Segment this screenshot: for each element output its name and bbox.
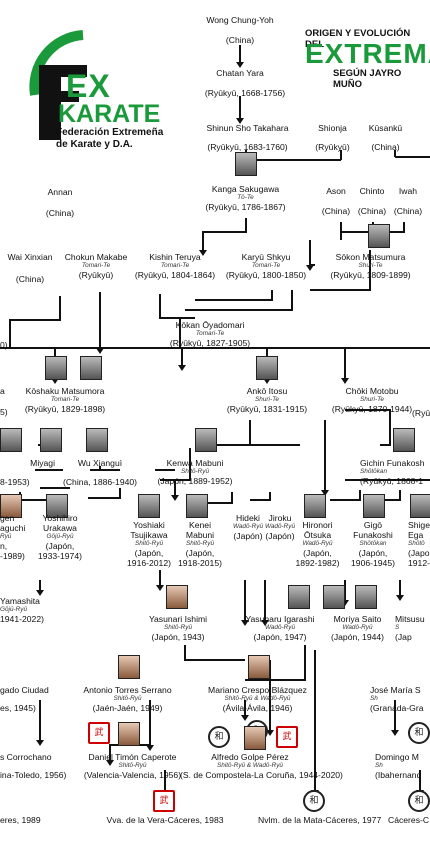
node-koshaku: Kōshaku Matsumora Tomari-Te (Ryūkyū, 182… [24, 386, 106, 414]
portrait-kenwa-mabuni [195, 428, 217, 452]
club-4-emblem-icon: 和 [408, 790, 430, 812]
portrait-miyagi [0, 428, 22, 452]
node-josemaria: José María S Sh (Granada-Gra [370, 685, 424, 713]
club-2-label: Vva. de la Vera-Cáceres, 1983 [106, 815, 224, 825]
club-4-label: Cáceres-C [388, 815, 430, 825]
node-igarashi: Yasuharu Igarashi Wadō-Ryū (Japón, 1947) [245, 614, 315, 642]
node-kenei: Kenei Mabuni Shitō-Ryū (Japón, 1918-2015… [178, 520, 222, 568]
portrait-anko-itosu [256, 356, 278, 380]
domingo-emblem-icon: 和 [408, 722, 430, 744]
node-domingo: Domingo M Sh (Ibahernand [375, 752, 422, 780]
node-edge-right-1: (Ryū [412, 408, 430, 418]
portrait-kanga-sakugawa [235, 152, 257, 176]
node-gogen: gen aguchi Ryū n, -1989) [0, 513, 26, 561]
club-3-emblem-icon: 和 [303, 790, 325, 812]
portrait-miyagi-2 [40, 428, 62, 452]
portrait-gichin-funakoshi [393, 428, 415, 452]
portrait-gogen [0, 494, 22, 518]
portrait-yasuharu-igarashi [288, 585, 310, 609]
fex-logo-mark [29, 30, 87, 140]
node-edge-left-2: a [0, 386, 5, 396]
portrait-mariano-crespo [248, 655, 270, 679]
header-line2: EXTREMA [305, 38, 430, 69]
logo-ex-letters: EX [66, 68, 111, 104]
node-ason: Ason (China) [321, 186, 351, 216]
node-yohiro: Yoshihiro Urakawa Gōjū-Ryū (Japón, 1933-… [38, 513, 82, 561]
node-anko: Ankō Itosu Shuri-Te (Ryūkyū, 1831-1915) [226, 386, 308, 414]
node-choki: Chōki Motobu Shuri-Te (Ryūkyū, 1870-1944… [331, 386, 413, 414]
portrait-kenei-mabuni [186, 494, 208, 518]
node-miyagi: Miyagi 8-1953) [0, 458, 55, 487]
node-shinun: Shinun Sho Takahara (Ryūkyū, 1683-1760) [206, 123, 289, 152]
node-wuxiang: Wu Xianguì (China, 1886-1940) [62, 458, 138, 487]
club-1-label: eres, 1989 [0, 815, 41, 825]
node-hideki: Hideki Wadō-Ryū (Japón) [232, 513, 264, 541]
node-karyu: Karyū Shkyu Tomari-Te (Ryūkyū, 1800-1850… [225, 252, 307, 280]
node-corrochano: s Corrochano ina-Toledo, 1956) [0, 752, 67, 780]
club-3-label: Nvlm. de la Mata-Cáceres, 1977 [258, 815, 382, 825]
portrait-shige-ega [410, 494, 430, 518]
portrait-daniel-timon [118, 722, 140, 746]
node-gichin: Gichin Funakosh Shōtōkan (Ryūkyū, 1868-1 [360, 458, 425, 486]
node-crespo: Mariano Crespo Blázquez Shitō-Ryū & Wadō… [208, 685, 307, 713]
portrait-moriya-saito-1 [323, 585, 345, 609]
node-delgado: gado Ciudad es, 1945) [0, 685, 49, 713]
node-mitsusu: Mitsusu S (Jap [395, 614, 425, 642]
node-torres: Antonio Torres Serrano Shitō-Ryū (Jaén-J… [83, 685, 172, 713]
node-kishin: Kishin Teruya Tomari-Te (Ryūkyū, 1804-18… [134, 252, 216, 280]
portrait-sokon-matsumura [368, 224, 390, 248]
portrait-yoshiaki-tsujikawa [138, 494, 160, 518]
club-2-emblem-icon: 武 [153, 790, 175, 812]
portrait-hironori-otsuka [304, 494, 326, 518]
portrait-koshaku-matsumora-1 [45, 356, 67, 380]
node-wong: Wong Chung-Yoh (China) [206, 15, 274, 45]
node-edge-left-1: 0) [0, 340, 8, 350]
logo-karate-word: KARATE [58, 100, 161, 128]
node-chatan-origin: (Ryūkyū, 1668-1756) [204, 88, 286, 98]
node-shionja: Shionja (Ryūkyū) [315, 123, 350, 152]
header-line3: SEGÚN JAYRO MUÑO [333, 68, 402, 90]
header-line1: ORIGEN Y EVOLUCIÓN DEL [305, 28, 411, 50]
node-tsujikawa: Yoshiaki Tsujikawa Shitō-Ryū (Japón, 191… [127, 520, 171, 568]
golpe-emblem-2-icon: 武 [276, 726, 298, 748]
node-jiroku: Jiroku Wadō-Ryū (Japón) [264, 513, 296, 541]
portrait-wu-xiangui [86, 428, 108, 452]
golpe-emblem-1-icon: 和 [208, 726, 230, 748]
node-chokun: Chokun Makabe Tomari-Te (Ryūkyū) [64, 252, 128, 280]
node-wai: Wai Xinxian (China) [7, 252, 53, 284]
portrait-yasunari-ishimi [166, 585, 188, 609]
node-golpe: Alfredo Golpe Pérez Shitō-Ryū & Wadō-Ryū… [180, 752, 343, 780]
portrait-antonio-torres [118, 655, 140, 679]
timon-club-emblem-icon: 武 [88, 722, 110, 744]
node-yamashita: Yamashita Gōjū-Ryū 1941-2022) [0, 596, 44, 624]
node-hironori: Hironori Ōtsuka Wadō-Ryū (Japón, 1892-19… [295, 520, 340, 568]
logo-org-line1: Federación Extremeña [56, 127, 164, 138]
node-chatan: Chatan Yara [216, 68, 264, 78]
node-kenwa: Kenwa Mabuni Shitō-Ryū (Japón, 1889-1952… [157, 458, 233, 486]
portrait-yoshihiro-urakawa [46, 494, 68, 518]
node-chinto: Chinto (China) [357, 186, 387, 216]
node-timon: Daniel Timón Caperote Shitō-Ryū (Valenci… [83, 752, 182, 780]
node-gigo: Gigō Funakoshi Shōtōkan (Japón, 1906-194… [351, 520, 395, 568]
portrait-alfredo-golpe [244, 726, 266, 750]
logo-org-line2: de Karate y D.A. [56, 139, 133, 150]
node-kokan: Kōkan Ōyadomari Tomari-Te (Ryūkyū, 1827-… [169, 320, 251, 348]
node-iwah: Iwah (China) [393, 186, 423, 216]
portrait-gigo-funakoshi [363, 494, 385, 518]
node-kanga: Kanga Sakugawa Tō-Te (Ryūkyū, 1786-1867) [205, 184, 286, 212]
node-saito: Moriya Saito Wadō-Ryū (Japón, 1944) [330, 614, 385, 642]
node-ishimi: Yasunari Ishimi Shitō-Ryū (Japón, 1943) [148, 614, 208, 642]
node-kusanku: Kūsankū (China) [368, 123, 403, 152]
node-sokon: Sōkon Matsumura Shuri-Te (Ryūkyū, 1809-1… [330, 252, 411, 280]
node-shige: Shige Ega Shōtō (Japo 1912-1 [408, 520, 430, 568]
node-edge-left-3: 5) [0, 407, 8, 417]
portrait-moriya-saito-2 [355, 585, 377, 609]
node-annan: Annan (China) [45, 187, 75, 218]
portrait-koshaku-matsumora-2 [80, 356, 102, 380]
